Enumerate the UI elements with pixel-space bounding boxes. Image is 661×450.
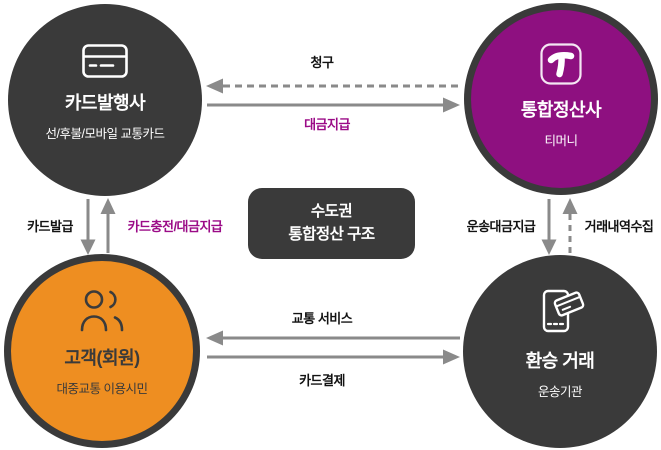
arrow-transit-service-left (206, 330, 460, 346)
node-card-issuer: 카드발행사 선/후불/모바일 교통카드 (8, 4, 202, 196)
center-title-line2: 통합정산 구조 (288, 225, 375, 243)
credit-card-icon (82, 44, 128, 78)
label-transport-payment: 운송대금지급 (466, 219, 536, 234)
label-payment: 대금지급 (304, 117, 350, 132)
arrow-card-charge-up (100, 198, 116, 253)
arrow-billing-left-dashed (206, 78, 460, 94)
node-subtitle: 운송기관 (537, 384, 583, 399)
arrow-card-payment-right (207, 349, 460, 365)
card-terminal-icon (535, 286, 585, 336)
arrow-card-issuance-down (80, 199, 96, 255)
label-billing: 청구 (310, 55, 334, 70)
node-subtitle: 티머니 (544, 134, 578, 148)
node-title: 통합정산사 (520, 100, 602, 120)
node-title: 카드발행사 (64, 93, 146, 113)
tmoney-logo-icon (540, 43, 582, 85)
label-card-issuance: 카드발급 (27, 219, 73, 234)
node-subtitle: 대중교통 이용시민 (56, 381, 148, 396)
center-title-box: 수도권 통합정산 구조 (248, 188, 415, 259)
label-transit-service: 교통 서비스 (291, 311, 353, 326)
node-title: 환승 거래 (525, 350, 595, 371)
label-transaction-collection: 거래내역수집 (584, 219, 654, 234)
users-icon (77, 288, 127, 333)
center-title-line1: 수도권 (310, 203, 353, 221)
node-customer: 고객(회원) 대중교통 이용시민 (4, 254, 200, 448)
node-title: 고객(회원) (64, 347, 140, 368)
node-subtitle: 선/후불/모바일 교통카드 (45, 127, 165, 141)
arrow-transport-payment-down (541, 199, 557, 255)
label-card-payment: 카드결제 (299, 373, 345, 388)
node-settlement: 통합정산사 티머니 (464, 3, 658, 195)
arrow-payment-right (207, 97, 460, 113)
label-card-charge-payment: 카드충전/대금지급 (127, 219, 223, 234)
arrow-transaction-collection-up-dashed (562, 198, 578, 253)
node-transfer: 환승 거래 운송기관 (463, 255, 657, 448)
